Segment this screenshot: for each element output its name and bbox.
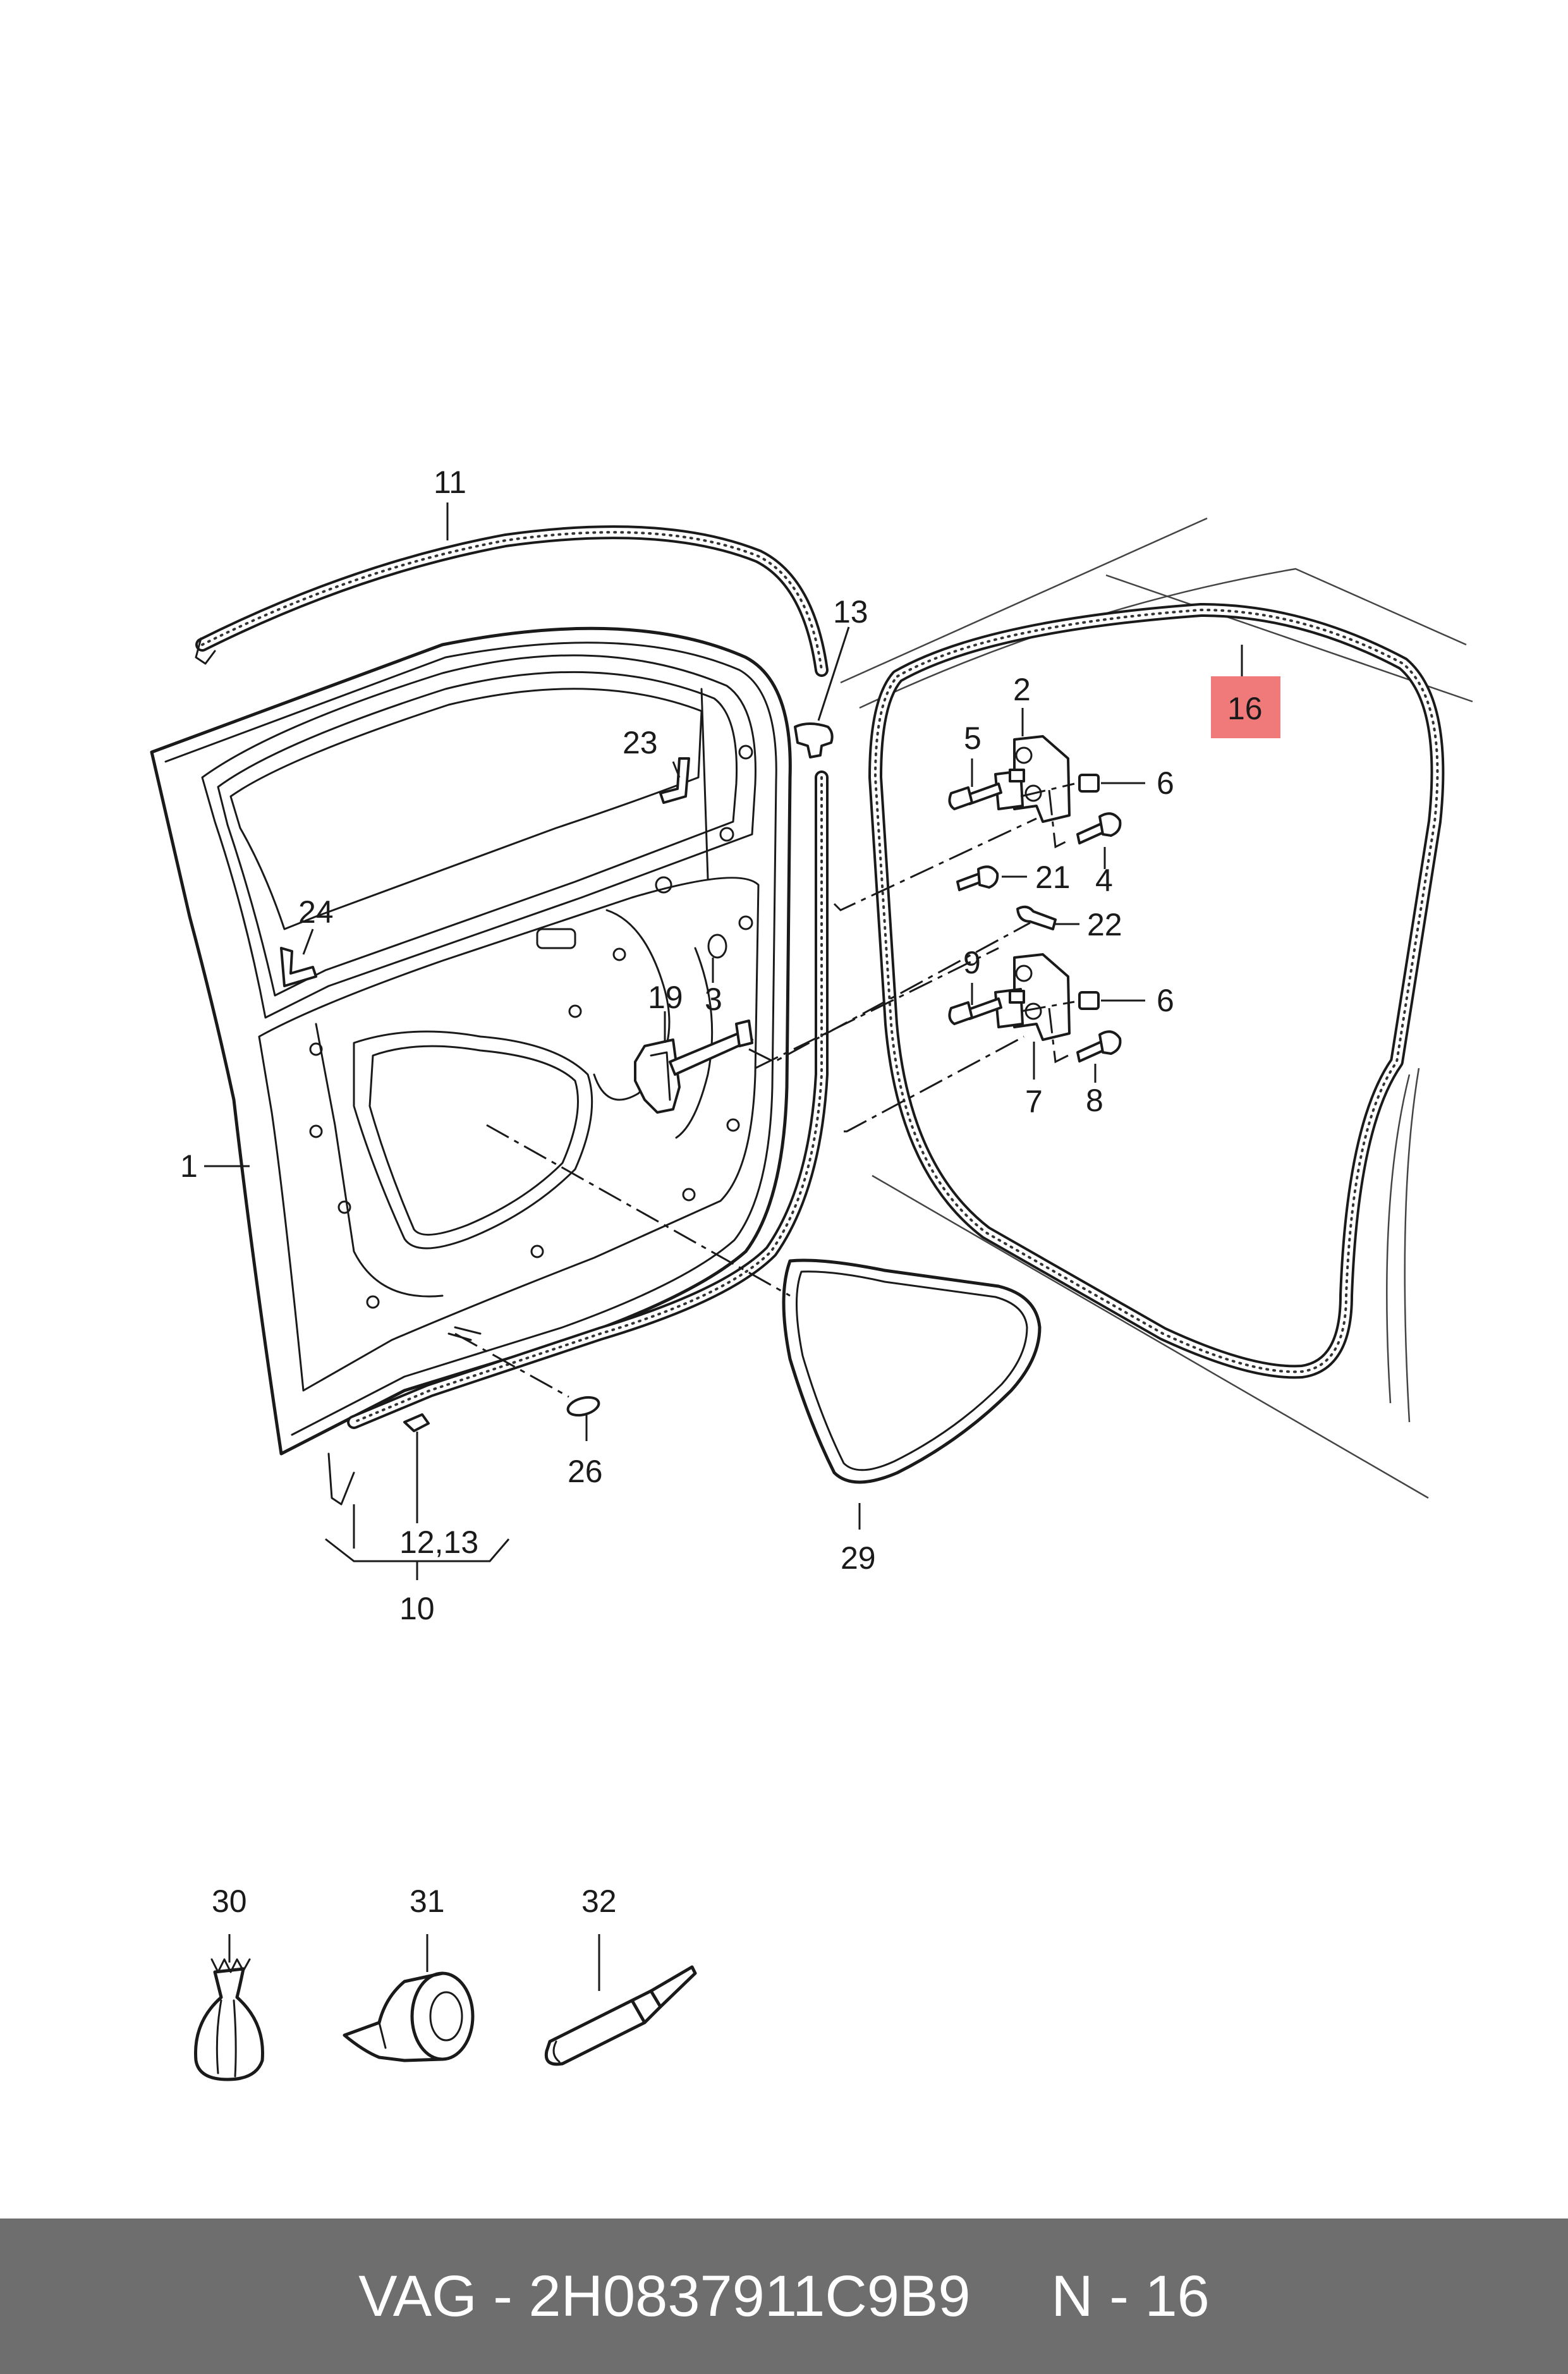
bolt-8	[1076, 1030, 1122, 1062]
clip-12-13	[403, 1413, 430, 1432]
adhesive-tape-31	[343, 1971, 475, 2062]
footer-bar: VAG - 2H0837911C9B9 N - 16	[0, 2219, 1568, 2374]
assembly-lines	[454, 782, 1075, 1398]
seal-23	[659, 757, 690, 804]
callout-6-upper: 6	[1157, 765, 1174, 801]
callout-13-top: 13	[833, 594, 868, 630]
callout-22: 22	[1087, 907, 1122, 942]
door-shell	[150, 626, 792, 1456]
seal-24	[280, 947, 317, 987]
sealant-tube-32	[544, 1965, 697, 2066]
callout-11: 11	[434, 465, 466, 500]
door-exploded-diagram: 11 13 16 2 5 6 4 21 22 9 6 7 8 23 24 19 …	[150, 465, 1473, 2081]
callout-12-13: 12,13	[399, 1525, 478, 1560]
callout-29: 29	[841, 1540, 876, 1576]
callout-2: 2	[1013, 672, 1031, 707]
callout-19: 19	[648, 980, 683, 1015]
leader-lines	[204, 502, 1243, 1991]
callout-21: 21	[1035, 860, 1071, 895]
plug-26	[566, 1396, 600, 1417]
callout-7: 7	[1025, 1084, 1043, 1119]
callout-6-lower: 6	[1157, 983, 1174, 1018]
callout-16-highlight	[1211, 676, 1280, 738]
callout-30: 30	[212, 1884, 247, 1919]
bolt-5	[948, 782, 1002, 810]
sealant-bag-30	[194, 1958, 264, 2081]
door-edge-seal	[327, 770, 829, 1506]
cover-29	[782, 1258, 1042, 1484]
bolt-22	[1016, 905, 1057, 930]
callout-4: 4	[1095, 863, 1113, 898]
callout-32: 32	[581, 1884, 617, 1919]
bolt-9	[948, 997, 1002, 1025]
door-check-19	[634, 1020, 753, 1114]
clip-13	[794, 722, 834, 758]
callout-5: 5	[964, 721, 982, 756]
nut-6-upper	[1078, 774, 1100, 793]
callout-labels: 11 13 16 2 5 6 4 21 22 9 6 7 8 23 24 19 …	[180, 465, 1263, 1919]
callout-16: 16	[1227, 691, 1263, 726]
callout-23: 23	[623, 725, 658, 760]
callout-26: 26	[568, 1454, 603, 1489]
callout-9: 9	[963, 945, 981, 980]
callout-24: 24	[298, 894, 334, 930]
lower-hinge-7	[994, 953, 1071, 1041]
callout-31: 31	[410, 1884, 445, 1919]
part-number-caption: VAG - 2H0837911C9B9 N - 16	[358, 2264, 1210, 2328]
callout-10: 10	[399, 1591, 435, 1626]
body-door-seal	[868, 603, 1445, 1379]
upper-hinge-2	[994, 735, 1071, 823]
window-seal-strip	[195, 525, 829, 677]
callout-8: 8	[1086, 1083, 1103, 1118]
bolt-21	[956, 865, 999, 891]
nut-6-lower	[1078, 991, 1100, 1010]
callout-3: 3	[705, 982, 722, 1017]
callout-1: 1	[180, 1148, 198, 1184]
bolt-4	[1076, 812, 1122, 844]
grommet-3	[707, 934, 727, 959]
car-body-panel	[840, 517, 1473, 1499]
